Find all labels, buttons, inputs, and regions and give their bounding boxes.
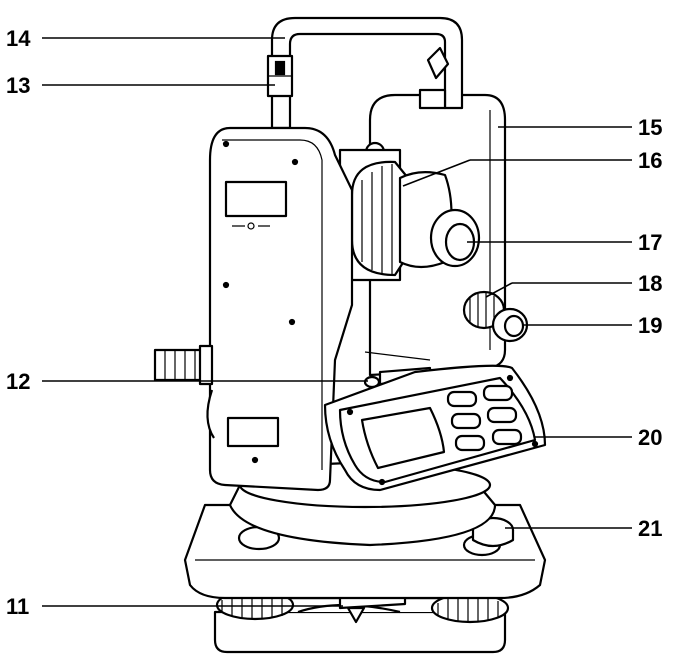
display-panel (323, 364, 547, 492)
label-19: 19 (638, 313, 662, 338)
handle-sight (266, 54, 294, 98)
label-20: 20 (638, 425, 662, 450)
panel-keys (446, 384, 523, 452)
leader-18 (485, 282, 513, 298)
eyepiece (398, 171, 481, 269)
data-connector (153, 344, 215, 439)
label-17: 17 (638, 230, 662, 255)
focusing-ring (350, 160, 410, 277)
label-12: 12 (6, 369, 30, 394)
left-standard (208, 126, 354, 492)
part-labels: 14 13 12 11 15 16 17 18 19 20 21 (6, 26, 662, 619)
leader-lines (42, 37, 632, 607)
leveling-screw-right (430, 592, 510, 624)
label-15: 15 (638, 115, 662, 140)
vertical-tangent-screw (491, 307, 529, 343)
label-11: 11 (6, 594, 29, 619)
carrying-handle (270, 16, 464, 130)
leader-16 (402, 159, 471, 187)
label-14: 14 (6, 26, 31, 51)
label-13: 13 (6, 73, 30, 98)
label-18: 18 (638, 271, 662, 296)
label-21: 21 (638, 516, 662, 541)
label-16: 16 (638, 148, 662, 173)
